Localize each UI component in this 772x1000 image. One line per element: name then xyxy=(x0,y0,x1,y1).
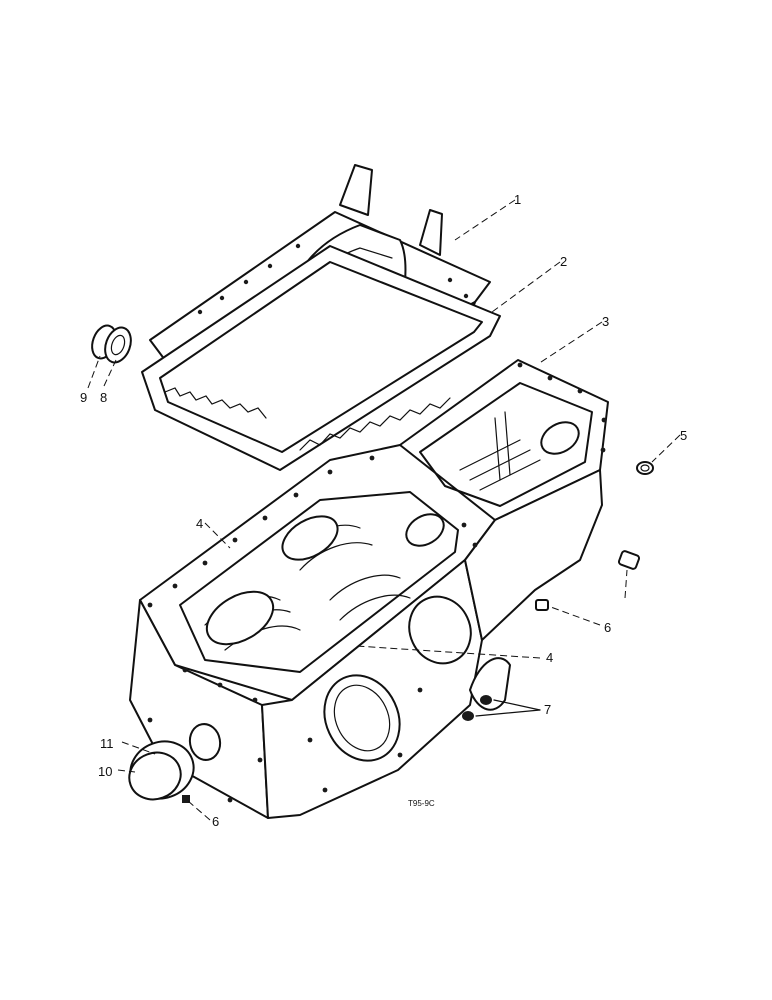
drawing-code: T95-9C xyxy=(408,799,435,808)
nut-part xyxy=(462,695,492,721)
housing-part xyxy=(129,359,609,819)
callout-10: 10 xyxy=(98,764,112,779)
cover-plate-part xyxy=(128,740,195,803)
leader-lines xyxy=(87,199,681,821)
callout-7: 7 xyxy=(544,702,551,717)
callout-3: 3 xyxy=(602,314,609,329)
callout-1: 1 xyxy=(514,192,521,207)
plug-part xyxy=(636,461,654,475)
callout-labels: 1 2 3 4 4 5 6 6 7 8 9 10 11 T95-9C xyxy=(80,192,687,829)
callout-6-bottom: 6 xyxy=(212,814,219,829)
callout-2: 2 xyxy=(560,254,567,269)
callout-9: 9 xyxy=(80,390,87,405)
callout-4-left: 4 xyxy=(196,516,203,531)
callout-4-right: 4 xyxy=(546,650,553,665)
callout-11: 11 xyxy=(100,736,114,751)
callout-5: 5 xyxy=(680,428,687,443)
gasket-part xyxy=(141,245,501,471)
bolt-part xyxy=(535,550,641,611)
seal-ring-part xyxy=(91,324,132,364)
callout-8: 8 xyxy=(100,390,107,405)
callout-6-right: 6 xyxy=(604,620,611,635)
